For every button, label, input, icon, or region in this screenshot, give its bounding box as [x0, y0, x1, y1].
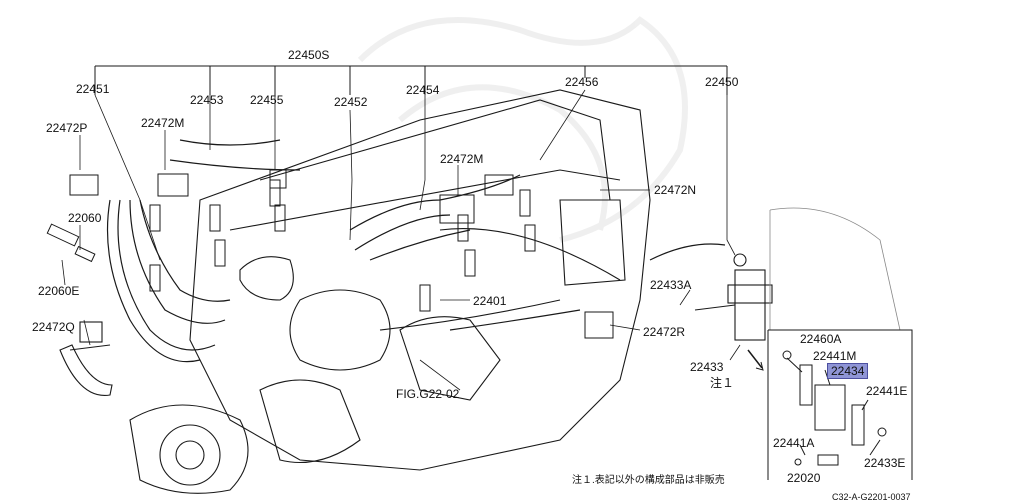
- label-22472n: 22472N: [654, 183, 697, 197]
- part-22472q-clamp: [59, 321, 113, 396]
- label-22454: 22454: [406, 83, 440, 97]
- label-note-ref: 注１: [710, 376, 735, 390]
- label-fig-ref: FIG.G22-02: [396, 387, 460, 401]
- label-22433e: 22433E: [864, 456, 906, 470]
- inset-frame: [747, 329, 913, 480]
- ignition-coil-main: [694, 253, 773, 341]
- spark-plugs: [149, 179, 536, 312]
- leader-lines: [61, 89, 741, 391]
- part-22060: [46, 223, 96, 263]
- label-22450: 22450: [705, 75, 739, 89]
- label-22434-highlighted[interactable]: 22434: [827, 363, 869, 379]
- label-22401: 22401: [473, 294, 507, 308]
- label-22060e: 22060E: [38, 284, 80, 298]
- label-22452: 22452: [334, 95, 368, 109]
- diagram-code: C32-A-G2201-0037: [832, 492, 911, 502]
- label-22020: 22020: [787, 471, 821, 485]
- watermark-logo: [357, 16, 688, 243]
- label-22441e: 22441E: [866, 384, 908, 398]
- label-22441m: 22441M: [813, 349, 857, 363]
- label-22472m-mid: 22472M: [440, 152, 484, 166]
- label-22451: 22451: [76, 82, 110, 96]
- bracket-22450s: [94, 65, 728, 95]
- plug-wires-left: [106, 139, 301, 363]
- label-22472p: 22472P: [46, 121, 88, 135]
- label-22472r: 22472R: [643, 325, 686, 339]
- label-22472q: 22472Q: [32, 320, 75, 334]
- label-22450s: 22450S: [288, 48, 330, 62]
- label-22472m-left: 22472M: [141, 116, 185, 130]
- footnote: 注１.表記以外の構成部品は非販売: [572, 475, 725, 486]
- wire-clips: [69, 169, 614, 339]
- engine-block: [129, 89, 651, 494]
- label-22433a: 22433A: [650, 278, 692, 292]
- label-22460a: 22460A: [800, 332, 842, 346]
- label-22060: 22060: [68, 211, 102, 225]
- label-22433: 22433: [690, 360, 724, 374]
- dome-outline: [769, 207, 901, 331]
- label-22453: 22453: [190, 93, 224, 107]
- label-22455: 22455: [250, 93, 284, 107]
- label-22441a: 22441A: [773, 436, 815, 450]
- label-22456: 22456: [565, 75, 599, 89]
